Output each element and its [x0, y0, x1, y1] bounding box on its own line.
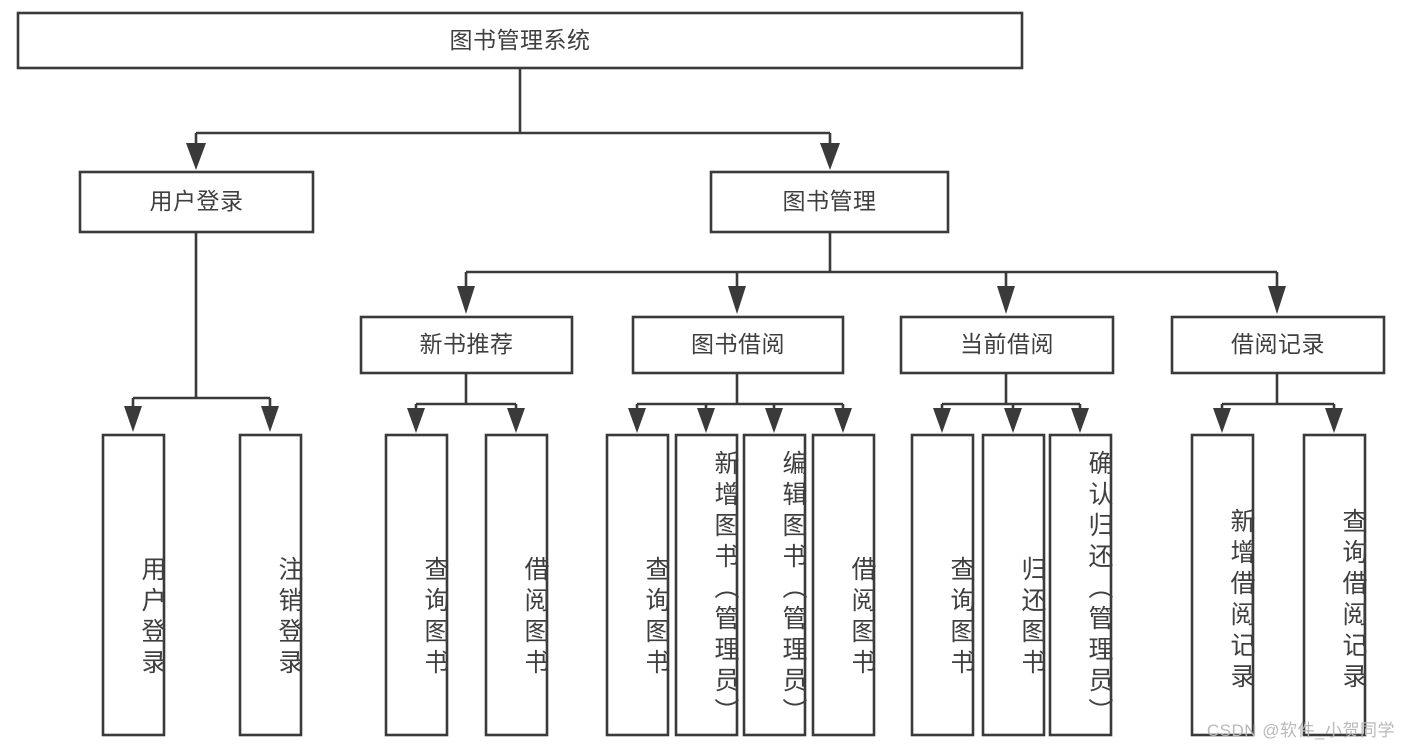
node-box-leaf-user-login-0[interactable] [101, 433, 166, 737]
node-box-leaf-bb-1[interactable] [674, 433, 739, 737]
arrow-head-l3-0 [457, 286, 475, 314]
node-box-leaf-bb-0[interactable] [605, 433, 670, 737]
arrow-head-book-manage [820, 143, 840, 170]
arrow-head-bb-1 [697, 408, 715, 433]
node-box-leaf-br-0[interactable] [1190, 433, 1255, 737]
arrow-head-cb-1 [1004, 408, 1022, 433]
node-box-current-borrow[interactable] [899, 315, 1115, 375]
node-box-new-book-recommend[interactable] [359, 315, 574, 375]
arrow-head-br-1 [1325, 408, 1343, 433]
node-box-borrow-record[interactable] [1170, 315, 1386, 375]
arrow-head-bb-2 [765, 408, 783, 433]
node-box-leaf-cb-0[interactable] [910, 433, 975, 737]
arrow-head-user-login [186, 143, 206, 170]
node-box-leaf-br-1[interactable] [1302, 433, 1367, 737]
node-box-root[interactable] [16, 11, 1024, 70]
arrow-head-l3-2 [997, 286, 1015, 314]
arrow-head-br-0 [1213, 408, 1231, 433]
node-box-leaf-nbr-0[interactable] [384, 433, 449, 737]
arrow-head-cb-2 [1071, 408, 1089, 433]
arrow-head-bb-3 [834, 408, 852, 433]
arrow-head-l3-1 [728, 286, 746, 314]
node-box-book-manage[interactable] [709, 170, 950, 234]
arrow-head-l3-3 [1268, 286, 1286, 314]
node-box-leaf-bb-2[interactable] [742, 433, 807, 737]
arrow-head-cb-0 [933, 408, 951, 433]
arrow-head-ul-0 [124, 406, 142, 432]
arrow-head-nbr-0 [407, 408, 425, 433]
watermark-text: CSDN @软件_小贺同学 [1206, 721, 1395, 740]
node-box-user-login[interactable] [78, 170, 315, 234]
node-box-leaf-user-login-1[interactable] [238, 433, 303, 737]
node-box-leaf-cb-1[interactable] [981, 433, 1046, 737]
arrow-head-nbr-1 [507, 408, 525, 433]
arrow-head-bb-0 [628, 408, 646, 433]
arrow-head-ul-1 [261, 406, 279, 432]
node-box-book-borrow[interactable] [631, 315, 845, 375]
node-box-leaf-cb-2[interactable] [1048, 433, 1113, 737]
node-box-leaf-bb-3[interactable] [811, 433, 876, 737]
node-box-leaf-nbr-1[interactable] [484, 433, 549, 737]
